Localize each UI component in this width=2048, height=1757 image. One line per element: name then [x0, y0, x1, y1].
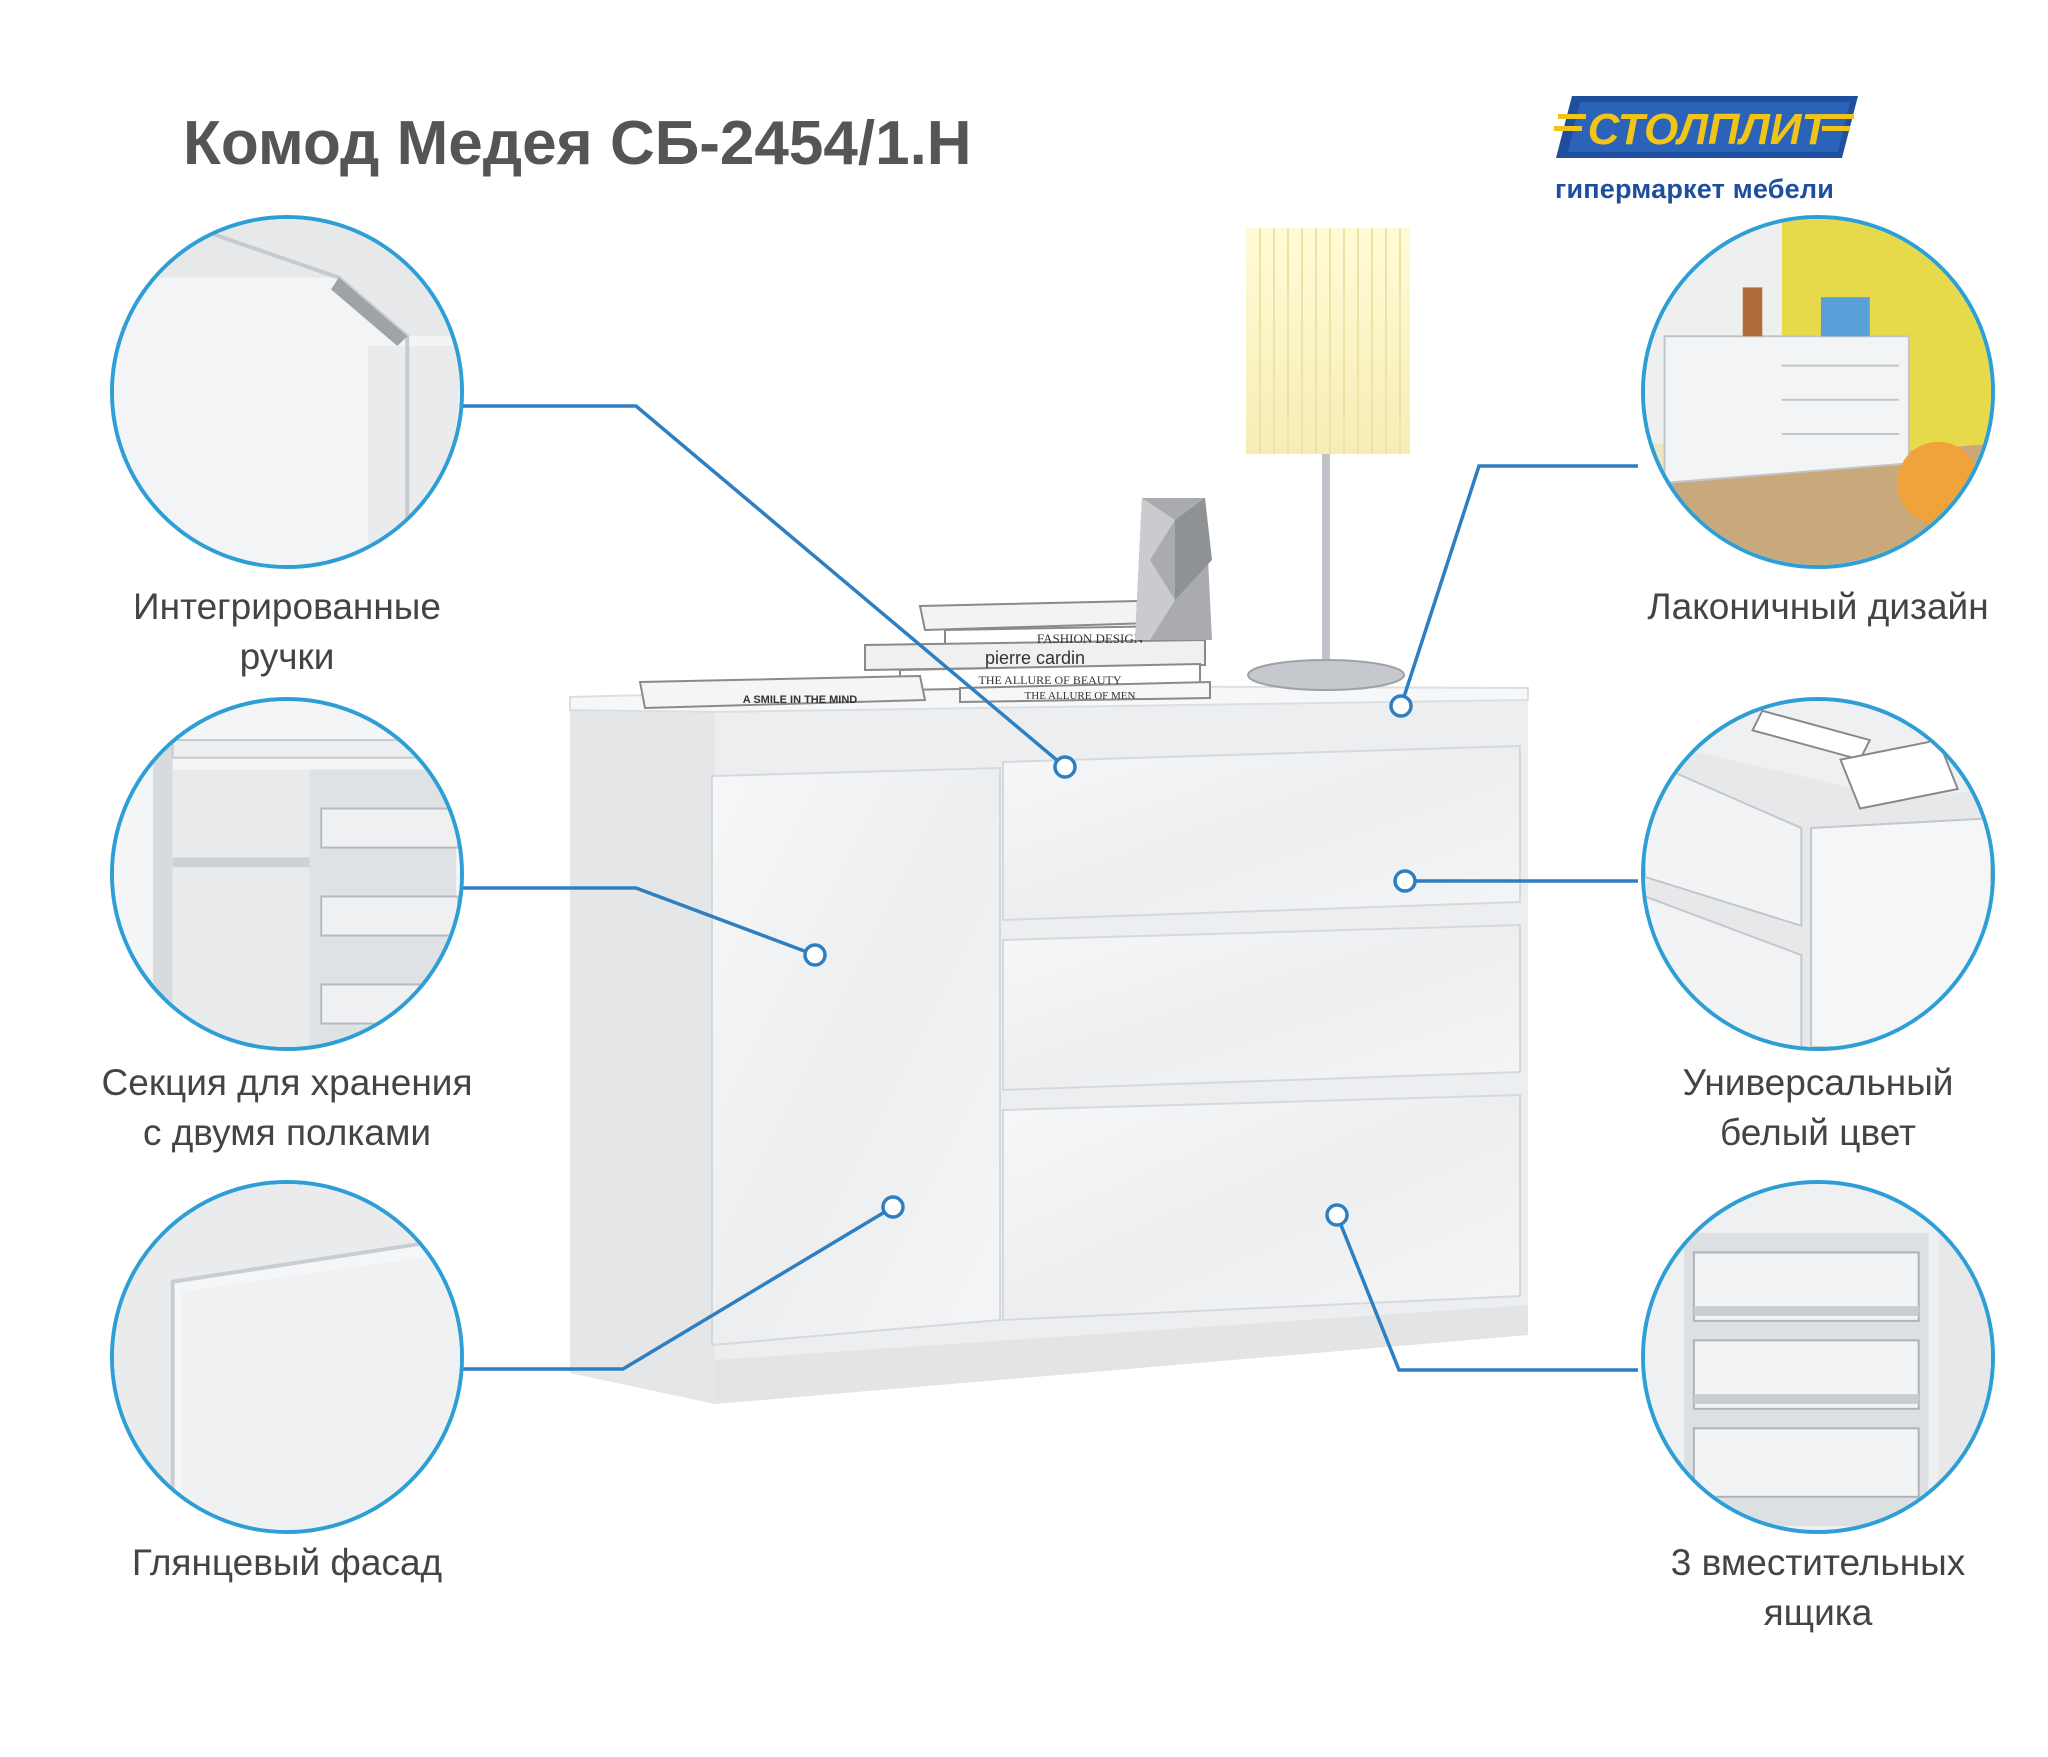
caption-line: ручки	[239, 636, 335, 677]
connector-lines	[463, 404, 1638, 1372]
caption-design: Лаконичный дизайн	[1600, 582, 2036, 632]
connector-storage	[463, 886, 816, 957]
caption-glossy: Глянцевый фасад	[110, 1538, 464, 1588]
caption-line: 3 вместительных	[1670, 1542, 1966, 1583]
cabinet-side-panel	[570, 697, 715, 1404]
book-title: pierre cardin	[985, 648, 1085, 668]
caption-line: белый цвет	[1720, 1112, 1916, 1153]
marker-handles	[1053, 755, 1077, 779]
page-title: Комод Медея СБ-2454/1.Н	[183, 109, 972, 178]
table-lamp	[1246, 228, 1410, 691]
caption-line: Секция для хранения	[101, 1062, 473, 1103]
book-title: FASHION DESIGN	[1037, 631, 1144, 646]
caption-storage: Секция для хранения с двумя полками	[70, 1058, 504, 1158]
caption-line: ящика	[1763, 1592, 1873, 1633]
marker-storage	[803, 943, 827, 967]
brand-logo: СТОЛПЛИТ	[1550, 92, 1860, 204]
detail-circle-drawers	[1641, 1180, 1995, 1534]
book-stack: FASHION DESIGN pierre cardin THE ALLURE …	[638, 598, 1211, 710]
cabinet-door	[711, 766, 1001, 1347]
brand-name: СТОЛПЛИТ	[1588, 105, 1832, 154]
detail-circle-glossy	[110, 1180, 464, 1534]
connector-handles	[463, 404, 1067, 769]
caption-handles: Интегрированные ручки	[110, 582, 464, 682]
vase	[1135, 498, 1212, 640]
detail-circle-white	[1641, 697, 1995, 1051]
marker-glossy	[881, 1195, 905, 1219]
caption-drawers: 3 вместительных ящика	[1618, 1538, 2018, 1638]
detail-circle-handles	[110, 215, 464, 569]
drawer-bottom	[1002, 1093, 1521, 1322]
marker-white	[1393, 869, 1417, 893]
brand-tagline: гипермаркет мебели	[1555, 174, 1835, 204]
caption-line: Глянцевый фасад	[131, 1542, 443, 1583]
caption-line: Лаконичный дизайн	[1647, 586, 1989, 627]
connector-design	[1399, 464, 1638, 707]
drawer-middle	[1002, 923, 1521, 1092]
caption-line: с двумя полками	[142, 1112, 432, 1153]
marker-design	[1389, 694, 1413, 718]
connector-glossy	[463, 1205, 894, 1371]
caption-line: Интегрированные	[133, 586, 441, 627]
connector-drawers	[1335, 1214, 1638, 1372]
caption-line: Универсальный	[1682, 1062, 1954, 1103]
detail-circle-storage	[110, 697, 464, 1051]
brand-logo-mark: СТОЛПЛИТ	[1554, 96, 1858, 158]
drawer-top	[1002, 744, 1521, 922]
marker-drawers	[1325, 1203, 1349, 1227]
book-title: THE ALLURE OF BEAUTY	[979, 673, 1122, 687]
book-title: A SMILE IN THE MIND	[743, 694, 858, 706]
detail-circle-design	[1641, 215, 1995, 569]
book-title: THE ALLURE OF MEN	[1025, 690, 1136, 702]
cabinet-plinth	[715, 1305, 1528, 1404]
caption-white: Универсальный белый цвет	[1618, 1058, 2018, 1158]
